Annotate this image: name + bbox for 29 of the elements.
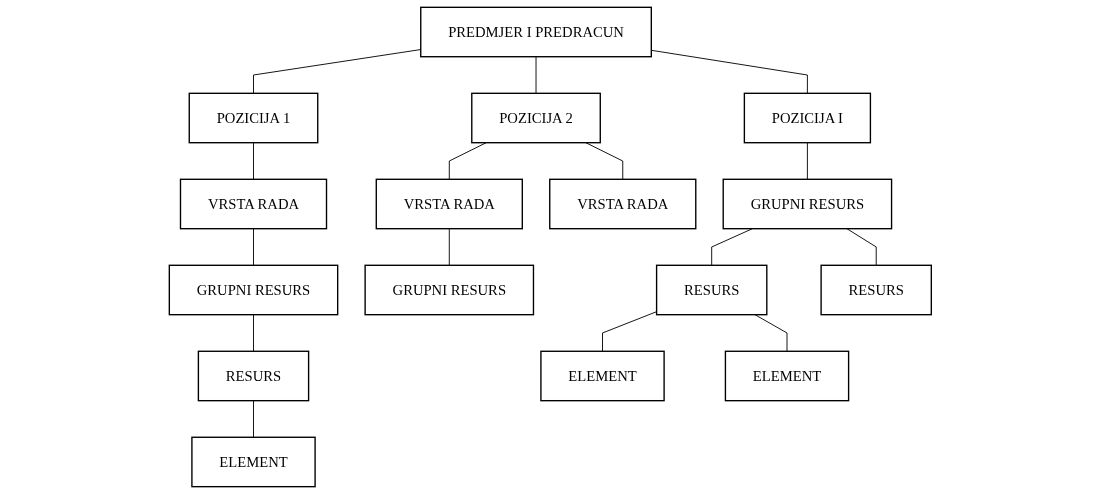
- node-box: ELEMENT: [724, 350, 850, 402]
- node-box: RESURS: [197, 350, 310, 402]
- connector: [535, 56, 537, 94]
- connector: [754, 314, 788, 352]
- connector: [807, 142, 808, 180]
- node-box: GRUPNI RESURS: [168, 264, 339, 316]
- node-box: ELEMENT: [191, 436, 316, 488]
- node-box: POZICIJA 1: [188, 92, 319, 144]
- connector: [253, 400, 255, 438]
- connector: [585, 142, 624, 180]
- connector: [651, 49, 808, 94]
- connector: [449, 228, 450, 266]
- connector: [253, 228, 255, 266]
- connector: [846, 228, 877, 266]
- connector: [253, 142, 255, 180]
- node-box: RESURS: [820, 264, 933, 316]
- node-box: VRSTA RADA: [549, 178, 697, 230]
- node-box: POZICIJA I: [743, 92, 872, 144]
- node-box: VRSTA RADA: [179, 178, 328, 230]
- connector: [711, 228, 754, 266]
- node-box: GRUPNI RESURS: [364, 264, 535, 316]
- node-box: RESURS: [656, 264, 768, 316]
- node-box: PREDMJER I PREDRACUN: [420, 6, 653, 58]
- connector: [449, 142, 487, 180]
- node-box: VRSTA RADA: [375, 178, 524, 230]
- node-box: POZICIJA 2: [471, 92, 602, 144]
- node-box: ELEMENT: [540, 350, 665, 402]
- connector: [253, 314, 255, 352]
- node-box: GRUPNI RESURS: [722, 178, 893, 230]
